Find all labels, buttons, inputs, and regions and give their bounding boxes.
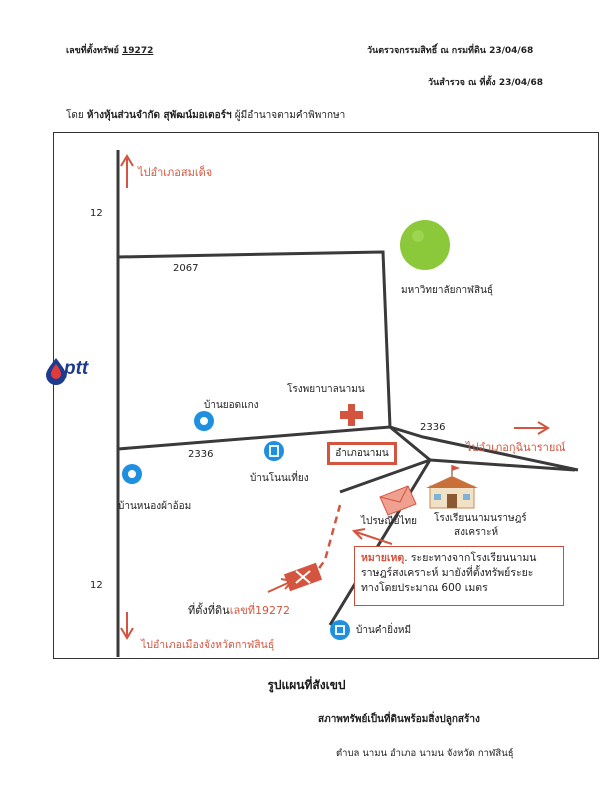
label-property-no: เลขที่19272 <box>229 604 290 617</box>
note-label: หมายเหตุ <box>361 552 405 564</box>
distance-note: หมายเหตุ. ระยะทางจากโรงเรียนนามน ราษฎร์ส… <box>354 546 564 606</box>
ptt-logo-text: ptt <box>64 358 89 379</box>
by-line-suffix: ผู้มีอำนาจตามคำพิพากษา <box>234 110 346 121</box>
label-ban-non-thiang: บ้านโนนเที่ยง <box>250 473 309 484</box>
school-icon <box>426 465 478 509</box>
label-ban-yot-kaeng: บ้านยอดแกง <box>204 400 259 411</box>
arrow-school-icon <box>355 531 393 545</box>
roads <box>116 150 579 657</box>
village-kham-ying-mi-icon <box>330 620 350 640</box>
label-road-2067: 2067 <box>173 263 199 274</box>
label-road-2336-left: 2336 <box>188 449 214 460</box>
by-line-prefix: โดย <box>66 110 84 121</box>
label-property: ที่ตั้งที่ดินเลขที่19272 <box>188 601 290 619</box>
property-location: ตำบล นามน อำเภอ นามน จังหวัด กาฬสินธุ์ <box>336 748 514 759</box>
label-ban-kham-ying-mi: บ้านคำยิ่งหมี <box>356 625 412 636</box>
survey-date: วันสำรวจ ณ ที่ตั้ง 23/04/68 <box>428 78 543 88</box>
label-to-somdet: ไปอำเภอสมเด็จ <box>138 166 213 179</box>
label-post-office: ไปรษณีย์ไทย <box>361 516 417 527</box>
label-university: มหาวิทยาลัยกาฬสินธุ์ <box>401 285 494 296</box>
label-school-line1: โรงเรียนนามนราษฎร์ <box>434 513 527 524</box>
by-line-company: ห้างหุ้นส่วนจำกัด สุพัฒน์มอเตอร์ฯ <box>86 110 232 121</box>
label-to-mueang: ไปอำเภอเมืองจังหวัดกาฬสินธุ์ <box>141 639 275 651</box>
label-road-2336-right: 2336 <box>420 422 446 433</box>
label-school: โรงเรียนนามนราษฎร์ สงเคราะห์ <box>434 512 527 540</box>
label-road-12-bottom: 12 <box>90 580 103 591</box>
map-frame <box>53 132 599 659</box>
property-description: สภาพทรัพย์เป็นที่ดินพร้อมสิ่งปลูกสร้าง <box>318 714 480 725</box>
label-hospital: โรงพยาบาลนามน <box>287 384 365 395</box>
district-box: อำเภอนามน <box>327 442 397 465</box>
property-marker-icon <box>283 562 323 592</box>
inspect-date: วันตรวจกรรมสิทธิ์ ณ กรมที่ดิน 23/04/68 <box>367 46 534 56</box>
note-line2: ราษฎร์สงเคราะห์ มายังที่ตั้งทรัพย์ระยะ <box>361 567 534 579</box>
label-ban-nong-pha-om: บ้านหนองผ้าอ้อม <box>118 501 192 512</box>
land-no-label: เลขที่ตั้งทรัพย์ <box>66 46 119 56</box>
note-line1: . ระยะทางจากโรงเรียนนามน <box>404 552 537 564</box>
label-road-12-top: 12 <box>90 208 103 219</box>
road-2336 <box>117 425 579 472</box>
road-east-branch <box>429 458 576 472</box>
post-office-icon <box>379 485 417 516</box>
label-school-line2: สงเคราะห์ <box>454 527 499 538</box>
land-no-line: เลขที่ตั้งทรัพย์ 19272 <box>66 43 153 57</box>
arrow-property-icon <box>267 581 291 593</box>
label-to-kuchinarai: ไปอำเภอกุฉินารายณ์ <box>466 441 566 454</box>
by-line: โดย ห้างหุ้นส่วนจำกัด สุพัฒน์มอเตอร์ฯ ผู… <box>66 108 345 123</box>
map-title: รูปแผนที่สังเขป <box>267 678 346 692</box>
land-no-value: 19272 <box>122 46 154 56</box>
ptt-logo: ptt <box>42 358 112 382</box>
village-nong-pha-om-icon <box>122 464 142 484</box>
village-yot-kaeng-icon <box>194 411 214 431</box>
road-2067 <box>117 250 392 428</box>
note-line3: ทางโดยประมาณ 600 เมตร <box>361 582 488 594</box>
ptt-logo-icon <box>46 358 66 385</box>
village-non-thiang-icon <box>264 441 284 461</box>
road-school-branch <box>339 458 431 494</box>
university-icon <box>400 220 450 270</box>
label-property-prefix: ที่ตั้งที่ดิน <box>188 604 230 617</box>
